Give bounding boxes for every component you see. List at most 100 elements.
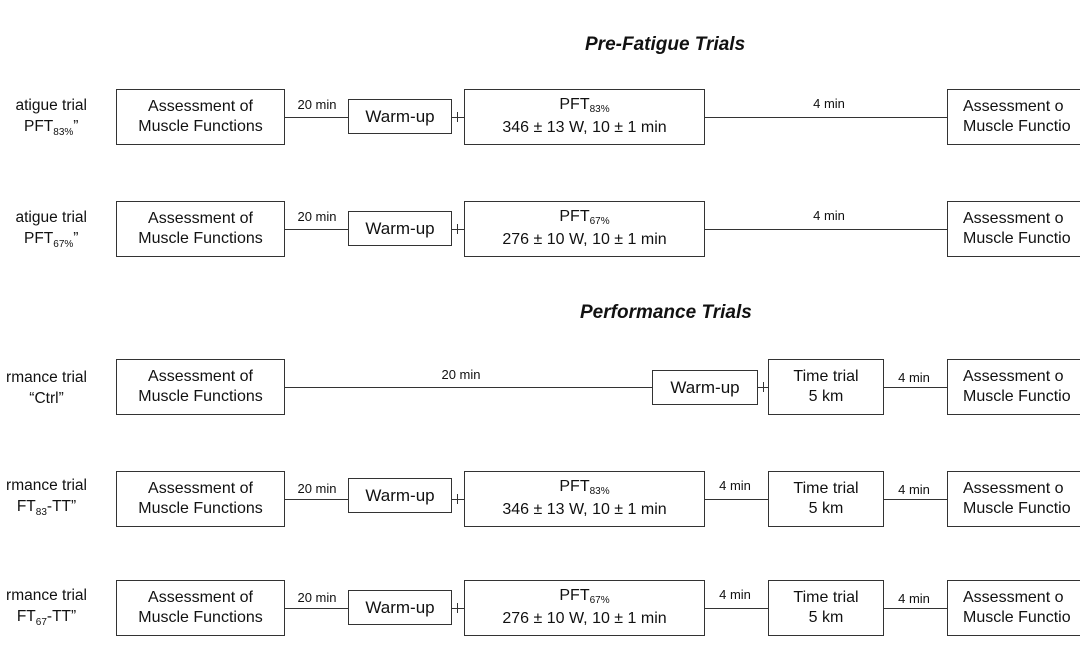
assessment-box: Assessment of Muscle Functions bbox=[116, 201, 285, 257]
pft-subscript: 83% bbox=[589, 485, 610, 497]
trial-label-suffix: -TT” bbox=[46, 498, 77, 515]
assessment-line2: Muscle Functio bbox=[963, 500, 1071, 517]
assessment-line2: Muscle Functions bbox=[138, 609, 263, 626]
warmup-label: Warm-up bbox=[365, 597, 435, 617]
pft-label: PFT67% bbox=[559, 586, 610, 609]
assessment-line1: Assessment of bbox=[148, 210, 253, 227]
interval-label: 20 min bbox=[297, 590, 337, 605]
interval-label: 4 min bbox=[813, 96, 845, 111]
connector bbox=[884, 387, 948, 388]
assessment-box-final: Assessment o Muscle Functio bbox=[947, 580, 1080, 636]
connector-tick bbox=[457, 603, 458, 613]
assessment-box-final: Assessment o Muscle Functio bbox=[947, 359, 1080, 415]
pft-subscript: 83% bbox=[589, 103, 610, 115]
connector bbox=[884, 608, 948, 609]
pft-label: PFT67% bbox=[559, 207, 610, 230]
pft-label: PFT83% bbox=[559, 95, 610, 118]
trial-label-suffix: -TT” bbox=[46, 608, 77, 625]
time-trial-label: Time trial bbox=[793, 368, 859, 385]
connector bbox=[285, 387, 652, 388]
pft-values: 346 ± 13 W, 10 ± 1 min bbox=[502, 118, 667, 136]
interval-label: 4 min bbox=[898, 482, 930, 497]
trial-label-line1: rmance trial bbox=[6, 477, 87, 494]
pft-name: PFT bbox=[559, 207, 590, 225]
trial-label-subscript: 67% bbox=[53, 239, 74, 250]
pft-values: 346 ± 13 W, 10 ± 1 min bbox=[502, 500, 667, 518]
pre-fatigue-title: Pre-Fatigue Trials bbox=[585, 34, 746, 55]
connector bbox=[285, 229, 348, 230]
trial-label: atigue trial PFT67%” bbox=[15, 207, 87, 250]
trial-label-line2: “Ctrl” bbox=[6, 388, 87, 409]
trial-label-line2: FT67-TT” bbox=[6, 606, 87, 628]
trial-label-prefix: FT bbox=[16, 498, 36, 515]
connector-tick bbox=[763, 382, 764, 392]
trial-label: rmance trial “Ctrl” bbox=[6, 367, 87, 409]
connector bbox=[452, 608, 464, 609]
trial-label-subscript: 83 bbox=[35, 507, 47, 518]
assessment-box-final: Assessment o Muscle Functio bbox=[947, 89, 1080, 145]
trial-label-line2: PFT67%” bbox=[15, 228, 87, 250]
time-trial-box: Time trial 5 km bbox=[768, 359, 884, 415]
trial-label-prefix: FT bbox=[16, 608, 36, 625]
pft-name: PFT bbox=[559, 477, 590, 495]
trial-label-line2: FT83-TT” bbox=[6, 496, 87, 518]
connector bbox=[705, 499, 768, 500]
connector-tick bbox=[457, 112, 458, 122]
assessment-line1: Assessment of bbox=[148, 480, 253, 497]
pft-name: PFT bbox=[559, 95, 590, 113]
time-trial-label: Time trial bbox=[793, 589, 859, 606]
trial-label: rmance trial FT67-TT” bbox=[6, 585, 87, 628]
trial-label-prefix: “Ctrl” bbox=[29, 390, 64, 407]
warmup-label: Warm-up bbox=[365, 485, 435, 505]
assessment-box: Assessment of Muscle Functions bbox=[116, 89, 285, 145]
connector bbox=[285, 117, 348, 118]
trial-row-pft67: atigue trial PFT67%” Assessment of Muscl… bbox=[0, 201, 1080, 257]
time-trial-box: Time trial 5 km bbox=[768, 471, 884, 527]
connector-tick bbox=[457, 224, 458, 234]
trial-label: rmance trial FT83-TT” bbox=[6, 475, 87, 518]
interval-label: 4 min bbox=[719, 587, 751, 602]
warmup-box: Warm-up bbox=[652, 370, 758, 405]
performance-title: Performance Trials bbox=[580, 302, 752, 323]
assessment-line1: Assessment o bbox=[963, 368, 1064, 385]
pft-subscript: 67% bbox=[589, 594, 610, 606]
assessment-line2: Muscle Functions bbox=[138, 118, 263, 135]
assessment-line2: Muscle Functions bbox=[138, 388, 263, 405]
pft-box: PFT83% 346 ± 13 W, 10 ± 1 min bbox=[464, 471, 705, 527]
assessment-line1: Assessment of bbox=[148, 589, 253, 606]
interval-label: 4 min bbox=[898, 591, 930, 606]
assessment-line2: Muscle Functions bbox=[138, 230, 263, 247]
assessment-box: Assessment of Muscle Functions bbox=[116, 580, 285, 636]
pft-box: PFT67% 276 ± 10 W, 10 ± 1 min bbox=[464, 580, 705, 636]
interval-label: 4 min bbox=[719, 478, 751, 493]
warmup-label: Warm-up bbox=[670, 377, 740, 397]
pft-subscript: 67% bbox=[589, 215, 610, 227]
time-trial-label: Time trial bbox=[793, 480, 859, 497]
interval-label: 20 min bbox=[297, 481, 337, 496]
connector bbox=[705, 117, 948, 118]
interval-label: 4 min bbox=[813, 208, 845, 223]
warmup-box: Warm-up bbox=[348, 211, 452, 246]
assessment-line2: Muscle Functio bbox=[963, 609, 1071, 626]
trial-label-suffix: ” bbox=[73, 118, 79, 135]
trial-label-line1: rmance trial bbox=[6, 587, 87, 604]
assessment-line1: Assessment of bbox=[148, 98, 253, 115]
trial-label-subscript: 67 bbox=[35, 617, 47, 628]
assessment-line2: Muscle Functio bbox=[963, 118, 1071, 135]
trial-row-pft67-tt: rmance trial FT67-TT” Assessment of Musc… bbox=[0, 580, 1080, 636]
trial-row-pft83: atigue trial PFT83%” Assessment of Muscl… bbox=[0, 89, 1080, 145]
trial-row-ctrl: rmance trial “Ctrl” Assessment of Muscle… bbox=[0, 359, 1080, 415]
trial-row-pft83-tt: rmance trial FT83-TT” Assessment of Musc… bbox=[0, 471, 1080, 527]
trial-label: atigue trial PFT83%” bbox=[15, 95, 87, 138]
pft-values: 276 ± 10 W, 10 ± 1 min bbox=[502, 230, 667, 248]
assessment-box-final: Assessment o Muscle Functio bbox=[947, 201, 1080, 257]
assessment-box: Assessment of Muscle Functions bbox=[116, 471, 285, 527]
connector bbox=[884, 499, 948, 500]
trial-label-suffix: ” bbox=[73, 230, 79, 247]
trial-label-line2: PFT83%” bbox=[15, 116, 87, 138]
time-trial-distance: 5 km bbox=[808, 500, 844, 517]
connector bbox=[705, 608, 768, 609]
pft-name: PFT bbox=[559, 586, 590, 604]
connector bbox=[285, 499, 348, 500]
assessment-line2: Muscle Functio bbox=[963, 230, 1071, 247]
